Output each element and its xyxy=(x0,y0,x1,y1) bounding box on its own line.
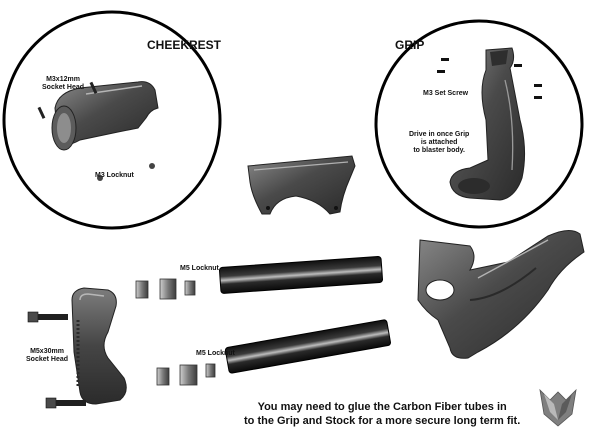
cheekrest-detail xyxy=(2,10,222,230)
m3-set-screw-5 xyxy=(534,96,542,99)
m3x12-label-line2: Socket Head xyxy=(42,84,85,91)
m3x12-screw-left xyxy=(37,106,46,119)
m5x30-label-line1: M5x30mm xyxy=(30,348,64,355)
m5-locknut-bottom-label: M5 Locknut xyxy=(196,350,235,357)
m5-nut-small-top xyxy=(184,280,196,296)
m3-locknut-1 xyxy=(97,175,103,181)
grip-part-zoomed xyxy=(449,47,526,201)
m3-set-screw-1 xyxy=(441,58,449,61)
carbon-tube-bottom xyxy=(224,319,391,374)
footer-note-line2: to the Grip and Stock for a more secure … xyxy=(244,415,521,427)
m3-set-screw-2 xyxy=(437,70,445,73)
m5-locknut-top xyxy=(159,278,177,300)
m3x12-label: M3x12mm Socket Head xyxy=(42,76,84,92)
m5-locknut-top-label: M5 Locknut xyxy=(180,265,219,272)
cheekrest-title: CHEEKREST xyxy=(147,38,222,52)
cheekrest-bracket xyxy=(247,155,356,215)
m3-set-screw-3 xyxy=(514,64,522,67)
m3x12-screw-right xyxy=(89,81,98,94)
drive-in-note-line1: Drive in once Grip xyxy=(409,131,470,138)
m5-hardware-top xyxy=(135,278,196,300)
footer-note: You may need to glue the Carbon Fiber tu… xyxy=(244,400,520,428)
m3x12-label-line1: M3x12mm xyxy=(46,76,80,83)
m5x30-label-line2: Socket Head xyxy=(26,356,69,363)
m3-set-screw-4 xyxy=(534,84,542,87)
m5-washer-top xyxy=(135,280,149,299)
m5x30-label: M5x30mm Socket Head xyxy=(26,348,68,364)
grip-circle xyxy=(374,19,584,229)
grip-title: GRIP xyxy=(395,38,425,52)
m3-locknut-2 xyxy=(149,163,155,169)
stock-part xyxy=(417,230,585,359)
drive-in-note-line2: is attached xyxy=(420,139,458,146)
m5x30-bolt-bottom xyxy=(45,397,86,409)
m3-set-screw-label: M3 Set Screw xyxy=(423,90,469,97)
m5x30-bolt-top xyxy=(27,311,68,323)
m3-locknut-label: M3 Locknut xyxy=(95,172,134,179)
m5-nut-small-bottom xyxy=(205,363,216,378)
grip-detail xyxy=(374,19,584,229)
grip-part xyxy=(71,287,127,405)
drive-in-note: Drive in once Grip is attached to blaste… xyxy=(409,131,469,155)
m5-hardware-bottom xyxy=(156,363,216,386)
footer-note-line1: You may need to glue the Carbon Fiber tu… xyxy=(257,401,507,413)
m5-washer-bottom xyxy=(156,367,170,386)
drive-in-note-line3: to blaster body. xyxy=(413,147,465,154)
carbon-tube-top xyxy=(218,256,384,294)
fox-logo-icon xyxy=(539,388,577,427)
m5-locknut-bottom xyxy=(179,364,198,386)
